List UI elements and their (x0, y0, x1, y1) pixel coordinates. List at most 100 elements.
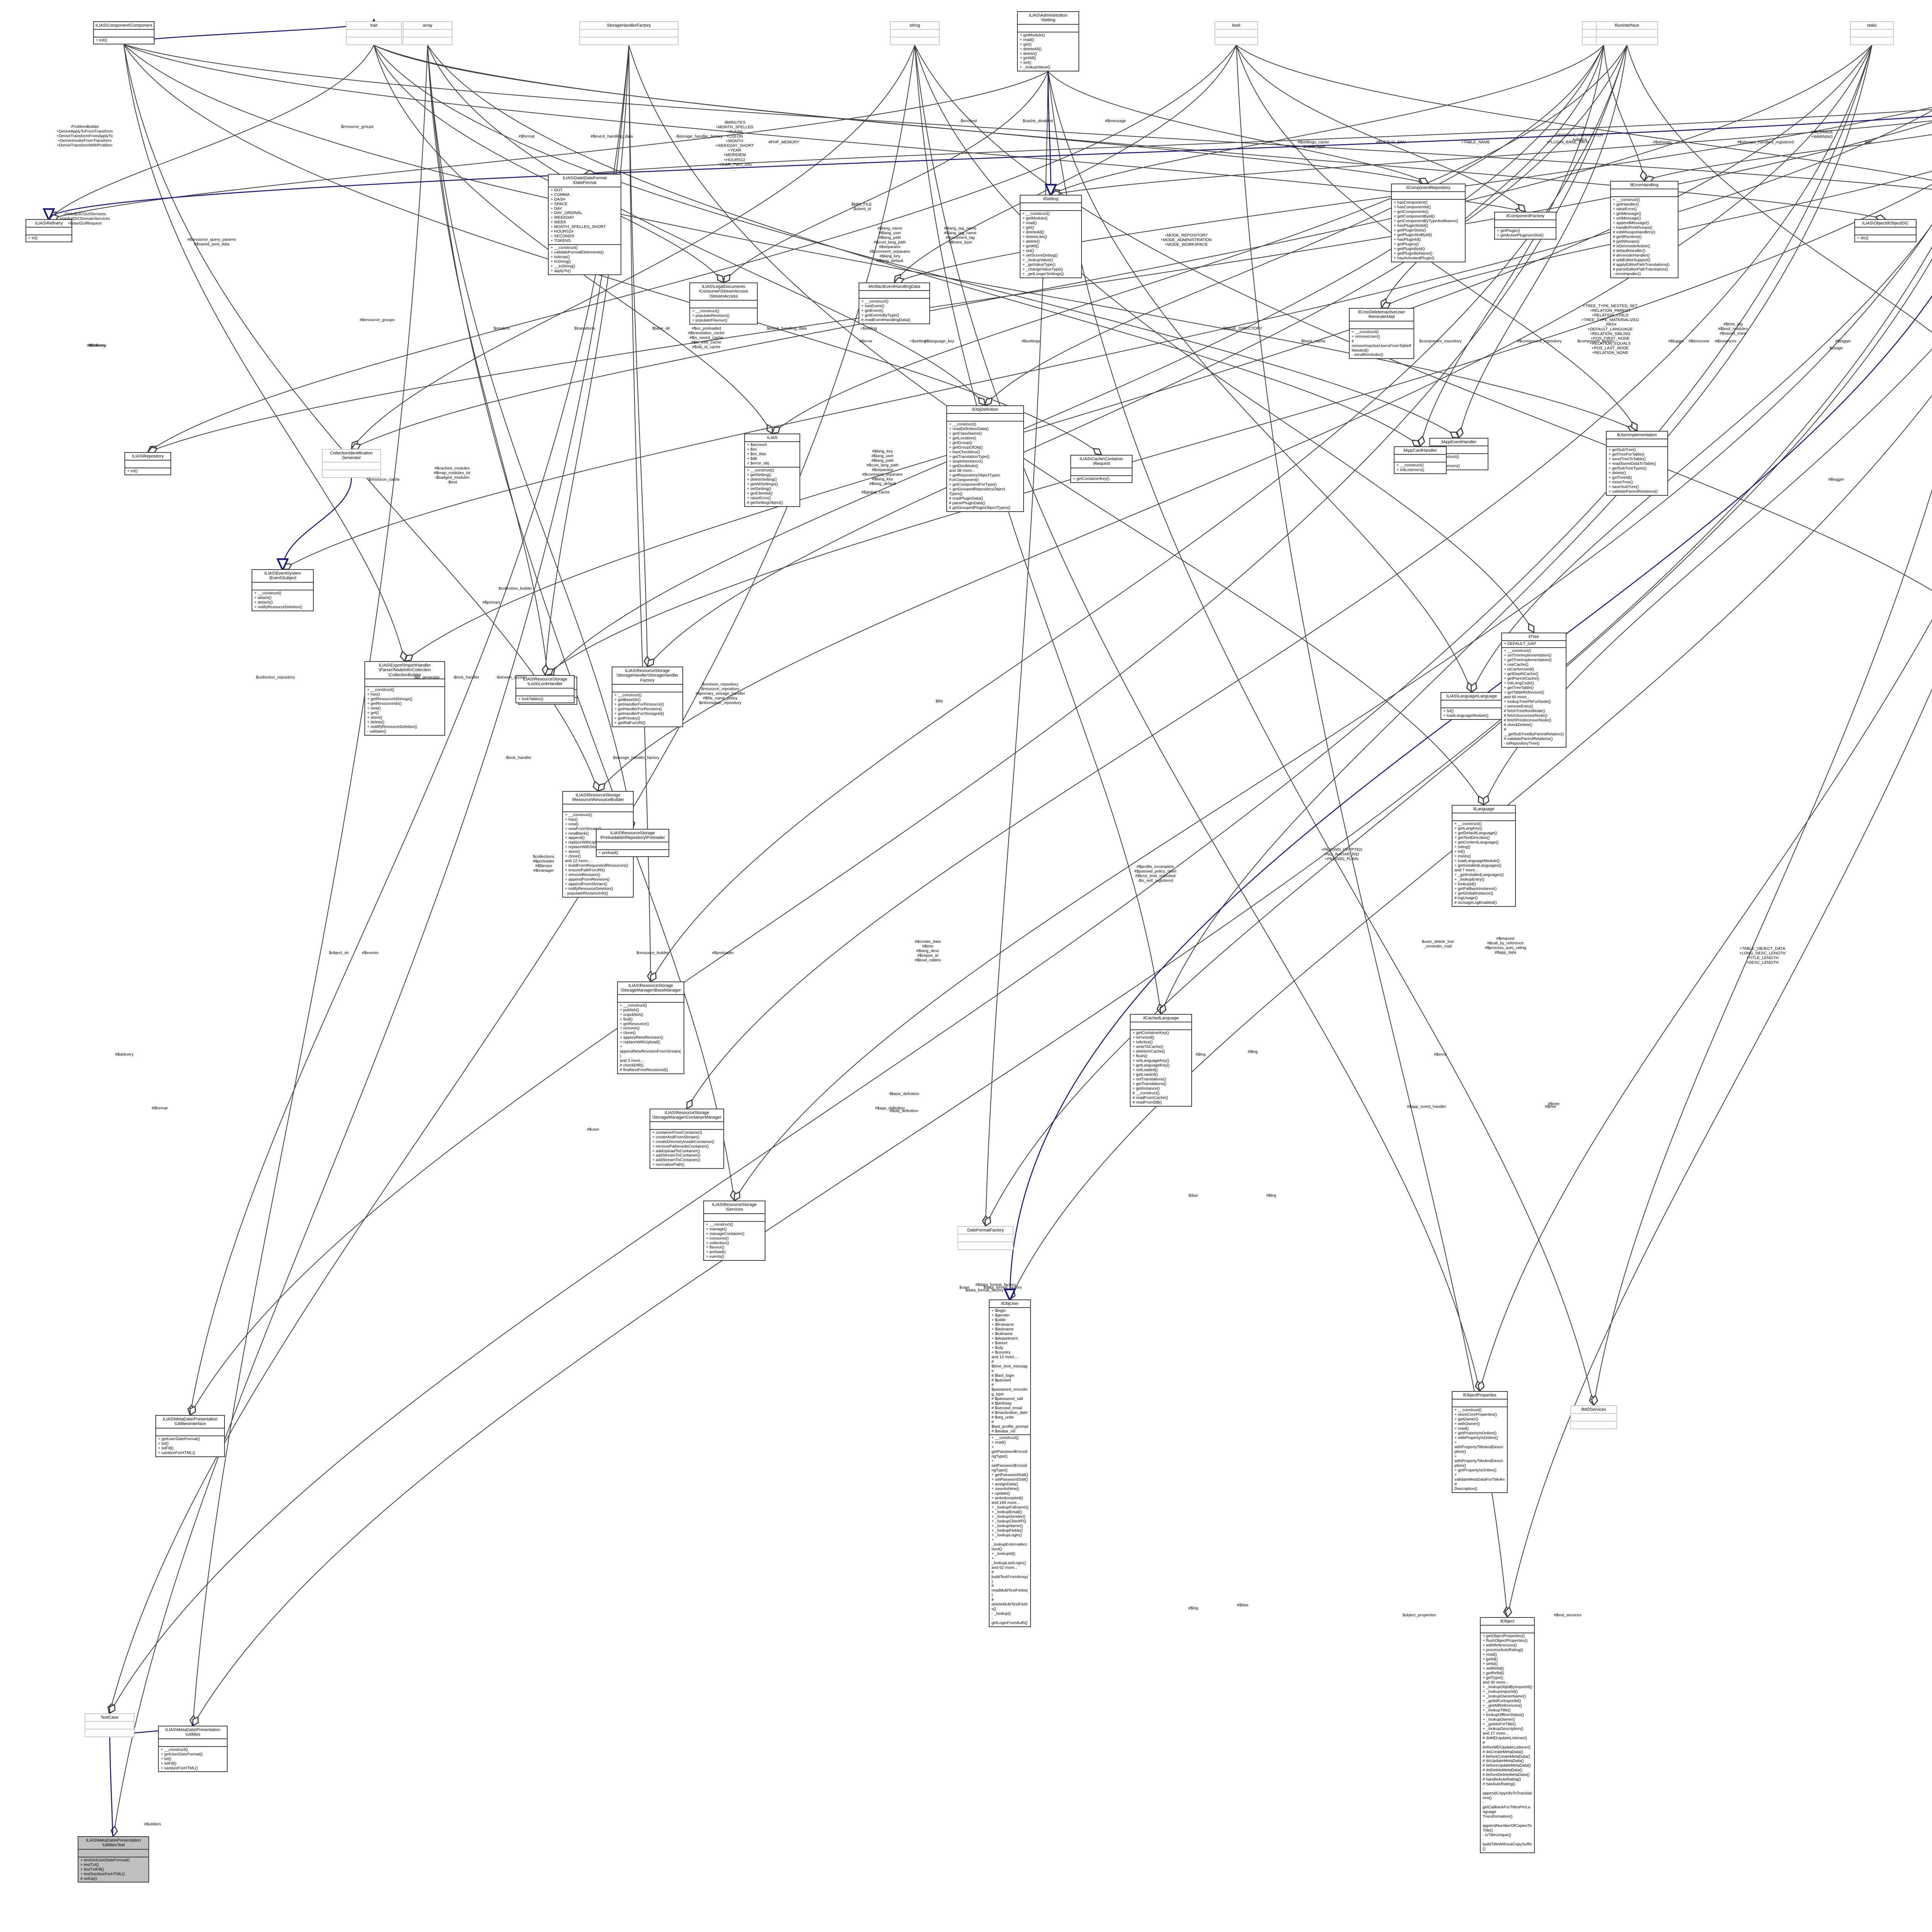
class-operations: + __construct() + removeUser() # removeI… (1350, 328, 1413, 359)
class-node-storagehandlerfactory[interactable]: StorageHandlerFactory (579, 21, 679, 46)
class-node-iltree[interactable]: ilTree+ DEFAULT_GAP+ __construct() + set… (1501, 633, 1566, 748)
class-node-ilias_resourcestorage_storagehandlerfactory[interactable]: ILIAS\ResourceStorage \StorageHandler\St… (612, 667, 683, 727)
class-title: ILIAS\LegalDocuments \Consumer\StreamAcc… (699, 284, 748, 299)
class-node-ilias[interactable]: ILIAS+ $account + $ini + $ini_ilias + $d… (744, 434, 800, 507)
edge-label: #$global_cache (861, 490, 890, 495)
edge-label: #$message (1105, 119, 1126, 123)
class-node-ilias_useriimplementation[interactable]: ilUserImplementation+ getSubTree() + get… (1606, 431, 1668, 496)
class-operations: + __construct() + setTreeImplementation(… (1502, 647, 1566, 747)
class-node-ilias_resourcestorage_storagemanager[interactable]: ILIAS\ResourceStorage \StorageManager\Ba… (617, 981, 684, 1075)
class-node-ilias_resourcestorage_preloadablerepository[interactable]: ILIAS\ResourceStorage \Preloadable\Repos… (596, 829, 669, 857)
edge-label: $renders (493, 326, 510, 331)
class-attributes (1851, 29, 1893, 37)
class-node-ilias_resourcestorage_consumer[interactable]: ILIAS\ResourceStorage \StorageManager\Co… (650, 1109, 724, 1169)
class-node-ilias_dateformat_factory[interactable]: DateFormatFactory (957, 1226, 1014, 1250)
class-attributes (1071, 467, 1132, 475)
class-attributes (650, 1121, 723, 1129)
class-node-ilias_resourcestorage_services[interactable]: ILIAS\ResourceStorage \Services+ __const… (703, 1201, 765, 1261)
class-node-ilcrondeleteinactiveuserremindermail[interactable]: ilCronDeleteInactiveUser ReminderMail + _… (1349, 308, 1414, 359)
class-operations: + __construct() + initListeners() (1395, 462, 1446, 473)
class-title: ilTree (1528, 634, 1539, 639)
class-attributes (516, 687, 574, 696)
class-node-ilsetting[interactable]: ilSetting+ __construct() + getModule() +… (1020, 195, 1082, 278)
class-node-testcase[interactable]: TestCase (85, 1713, 134, 1738)
class-node-string[interactable]: string (890, 21, 940, 46)
class-node-ilartifacteventhandlingdata[interactable]: ilArtifactEventHandlingData+ __construct… (859, 282, 930, 325)
edge-label: +PLUGIN_BASE_PATH (1546, 140, 1589, 145)
class-attributes (156, 1427, 224, 1435)
class-attributes (125, 460, 170, 468)
edge-label: -SENSTIVE_PARAMETER _NAMES (1554, 133, 1603, 143)
class-title: ilUserImplementation (1617, 433, 1657, 437)
edge-label: $invoked (960, 119, 977, 123)
edge-label: #$request #$call_by_reference #$process_… (1485, 936, 1526, 955)
edge-label: $dic (1865, 140, 1872, 145)
edge-label: #$format (151, 1106, 168, 1111)
edge-label: #$error (1434, 1052, 1447, 1057)
class-node-ilias_administration_setting[interactable]: ILIAS\Administration \Setting+ getModule… (1017, 11, 1079, 72)
edge-label: #$md_services (1554, 1613, 1582, 1617)
class-attributes (85, 1721, 134, 1729)
edge-label: -$storage_handler_factory (675, 134, 723, 139)
class-node-ilapicredhandler[interactable]: ilAppCardHandler+ __construct() + initLi… (1394, 446, 1447, 474)
class-node-ilobjdefinition[interactable]: ilObjDefinition+ __construct() + readDef… (946, 405, 1024, 512)
class-node-ilobject[interactable]: ilObject+ getObjectProperties() + flushO… (1480, 1617, 1535, 1853)
edge-label: #$logger (1835, 339, 1851, 344)
class-title: ilObjDefinition (972, 407, 998, 412)
edge-label: $component_factory (1577, 339, 1614, 344)
class-node-ilcomponentfactory[interactable]: ilComponentFactory+ getPlugin() + getAct… (1494, 212, 1556, 240)
class-node-ilias_cache_container_request[interactable]: ILIAS\Cache\Container \Request+ getConta… (1070, 455, 1133, 483)
class-node-static[interactable]: static (1850, 21, 1894, 46)
class-node-ilias_component_component[interactable]: ILIAS\Component\Component+ init() (93, 21, 155, 45)
class-node-collectionidentificationgenerator[interactable]: CollectionIdentification Generator (322, 449, 381, 478)
edge-label: #$format (519, 134, 535, 139)
edge-label: $data_format_factory (965, 1288, 1004, 1293)
class-node-array[interactable]: array (403, 21, 452, 46)
edge-label: #$obj_definition (889, 1109, 918, 1113)
class-node-ilias_object_ilobjectdic[interactable]: ILIAS\Object\ilObjectDIC+ dic() (1854, 219, 1917, 243)
class-node-ilias_resourcestorage_lockhandler2[interactable]: ILIAS\ResourceStorage \Lock\LockHandler+… (515, 675, 575, 703)
class-node-ilias_language_language[interactable]: ILIAS\Language\Language+ txt() + loadLan… (1440, 692, 1503, 720)
class-node-ilias_refinery[interactable]: ILIAS\Refinery+ in() (26, 219, 72, 243)
class-operations: + dic() (1855, 235, 1916, 242)
class-operations (403, 37, 452, 44)
edge-label: $collection_repository (256, 675, 295, 680)
edge-label: #$lng (1248, 1049, 1258, 1054)
class-operations (347, 37, 401, 44)
class-node-bool[interactable]: bool (1214, 21, 1258, 46)
class-node-ilias_repository[interactable]: ILIAS\Repository+ int() (124, 452, 171, 476)
edge-label: #$app_definition (875, 1106, 905, 1111)
class-attributes: + DOT + COMMA + DASH + SPACE + DAY + DAY… (549, 186, 621, 245)
class-title: ilCronDeleteInactiveUser ReminderMail (1358, 310, 1405, 320)
class-node-ilobjectproperties[interactable]: ilObjectProperties+ __construct() + stor… (1452, 1391, 1508, 1493)
class-attributes: + $login + $gender + $utitle + $firstnam… (990, 1307, 1030, 1434)
class-node-ilmdservices[interactable]: ilMDServices (1570, 1405, 1617, 1430)
class-attributes (1452, 1399, 1507, 1406)
class-node-ilias_export_importhandler_collectionbuilder[interactable]: ILIAS\Export\ImportHandler \Parser\NodeI… (364, 661, 445, 736)
class-title: ilArtifactEventHandlingData (868, 284, 920, 289)
edge-label: #$utilities (144, 1822, 161, 1827)
class-node-trait[interactable]: trait (346, 21, 402, 46)
class-node-ilias_metadata_presentation_utilitiestest[interactable]: ILIAS\MetaData\Presentation \UtilitiesTe… (78, 1836, 149, 1883)
edge-label: $revision_repository $resource_repositor… (695, 682, 745, 706)
class-node-ilias_metadata_presentation_utilitiesinterface[interactable]: ILIAS\MetaData\Presentation \UtilitiesIn… (155, 1415, 225, 1457)
class-attributes (958, 1234, 1013, 1242)
class-title: array (422, 23, 433, 28)
class-node-runinterface[interactable]: RunInterface (1596, 21, 1658, 46)
edge-label: #$ilias (1237, 1603, 1248, 1607)
class-node-ilcomponentrepository[interactable]: ilComponentRepository+ hasComponent() + … (1391, 184, 1466, 262)
class-node-ilias_metadata_presentation_utilities[interactable]: ILIAS\MetaData\Presentation \Utilities+ … (158, 1726, 228, 1772)
edge-label: -$lock_handler (452, 675, 480, 680)
edge-label: #$tree (1548, 1102, 1560, 1106)
class-node-illanguage[interactable]: ilLanguage+ __construct() + getLangKey()… (1452, 805, 1516, 907)
class-attributes (1215, 29, 1257, 37)
class-node-ilias_eventsystem[interactable]: ILIAS\EventSystem \Event\Subject+ __cons… (252, 569, 314, 611)
edge-label: #$lang_name #$lang_user #$lang_path #$cu… (869, 226, 910, 264)
class-node-ilerrorhandling[interactable]: ilErrorHandling+ __construct() + getHand… (1610, 181, 1679, 278)
class-operations: + __construct() + getLangKey() + getDefa… (1452, 820, 1515, 906)
edge-label: -$MINUTES +MONTH_SPELLED +SLASH +COLON +… (715, 120, 754, 172)
class-node-ilias_legaldocuments_streamaccess[interactable]: ILIAS\LegalDocuments \Consumer\StreamAcc… (689, 282, 758, 325)
class-node-ilias_data_dateformat[interactable]: ILIAS\Data\DateFormat \DateFormat+ DOT +… (548, 174, 621, 276)
class-node-ilcachedlanguage[interactable]: ilCachedLanguage+ getContainerKey() + is… (1130, 1014, 1192, 1107)
class-node-ilobjuser[interactable]: ilObjUser+ $login + $gender + $utitle + … (989, 1299, 1031, 1628)
